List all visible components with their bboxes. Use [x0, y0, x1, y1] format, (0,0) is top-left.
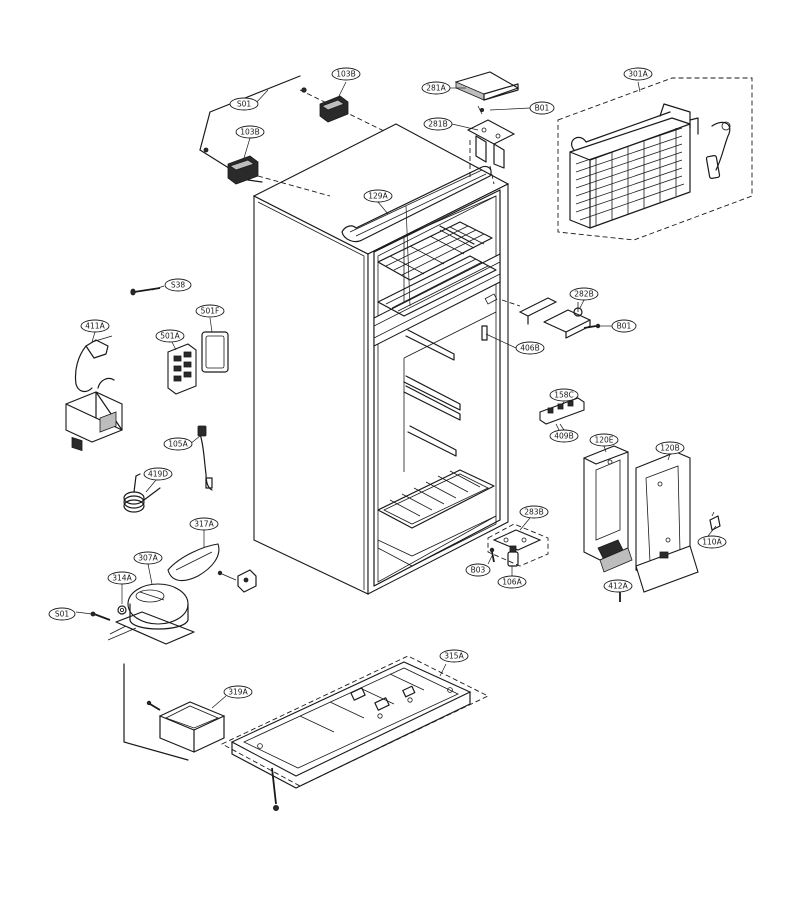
- callout-S01-low: S01: [48, 607, 76, 621]
- svg-text:282B: 282B: [574, 290, 593, 299]
- control-board-501A: [167, 343, 197, 395]
- control-158C: [539, 397, 585, 433]
- svg-text:129A: 129A: [368, 192, 388, 201]
- svg-text:281A: 281A: [426, 84, 446, 93]
- callout-282B: 282B: [569, 287, 599, 301]
- top-hinge-281: [454, 71, 520, 185]
- callout-110A: 110A: [697, 535, 727, 549]
- callout-labels: S01 103B 103B 281A B01 281B 301A 129A S3…: [48, 67, 727, 699]
- callout-314A: 314A: [107, 571, 137, 585]
- callout-S01: S01: [229, 97, 259, 111]
- svg-text:103B: 103B: [336, 70, 355, 79]
- svg-text:120E: 120E: [594, 436, 613, 445]
- svg-text:411A: 411A: [85, 322, 105, 331]
- evaporator-301A: [557, 77, 753, 241]
- callout-411A: 411A: [80, 319, 110, 333]
- svg-text:315A: 315A: [444, 652, 464, 661]
- gasket-501F: [201, 331, 229, 373]
- callout-301A: 301A: [623, 67, 653, 81]
- sensor-105A: [197, 425, 213, 491]
- svg-text:B01: B01: [535, 104, 550, 113]
- svg-text:S01: S01: [55, 610, 70, 619]
- callout-501F: 501F: [195, 304, 225, 318]
- svg-text:409B: 409B: [554, 432, 573, 441]
- svg-text:S01: S01: [237, 100, 252, 109]
- clip-110A: [709, 511, 721, 531]
- callout-317A: 317A: [189, 517, 219, 531]
- callout-103B-top: 103B: [331, 67, 361, 81]
- callout-419D: 419D: [143, 467, 173, 481]
- svg-text:283B: 283B: [524, 508, 543, 517]
- svg-text:314A: 314A: [112, 574, 132, 583]
- coil-419D: [123, 473, 161, 513]
- callout-B01-mid: B01: [611, 319, 637, 333]
- callout-B01-top: B01: [529, 101, 555, 115]
- callout-281A: 281A: [421, 81, 451, 95]
- drain-pan-319A: [146, 700, 226, 753]
- svg-text:106A: 106A: [502, 578, 522, 587]
- svg-text:103B: 103B: [240, 128, 259, 137]
- svg-text:158C: 158C: [554, 391, 574, 400]
- callout-129A: 129A: [363, 189, 393, 203]
- compressor-group: [90, 543, 257, 761]
- svg-text:406B: 406B: [520, 344, 539, 353]
- rear-cover-120B: [635, 451, 699, 593]
- callout-409B: 409B: [549, 429, 579, 443]
- refrigerator-cabinet: [252, 123, 510, 595]
- callout-319A: 319A: [223, 685, 253, 699]
- svg-text:B03: B03: [471, 566, 486, 575]
- callout-105A: 105A: [163, 437, 193, 451]
- svg-text:317A: 317A: [194, 520, 214, 529]
- svg-text:419D: 419D: [148, 470, 168, 479]
- callout-501A: 501A: [155, 329, 185, 343]
- lower-hinge-283B: [487, 523, 549, 567]
- svg-text:S38: S38: [171, 281, 186, 290]
- middle-hinge-282B: [501, 297, 601, 339]
- rear-cover-120E: [583, 445, 633, 573]
- callout-315A: 315A: [439, 649, 469, 663]
- callout-406B: 406B: [515, 341, 545, 355]
- svg-text:307A: 307A: [138, 554, 158, 563]
- svg-text:412A: 412A: [608, 582, 628, 591]
- callout-158C: 158C: [549, 388, 579, 402]
- svg-text:501A: 501A: [160, 332, 180, 341]
- callout-106A: 106A: [497, 575, 527, 589]
- svg-text:281B: 281B: [428, 120, 447, 129]
- base-tray-315A: [221, 655, 490, 812]
- power-cord-411A: [65, 335, 123, 452]
- svg-text:B01: B01: [617, 322, 632, 331]
- svg-text:120B: 120B: [660, 444, 679, 453]
- callout-120E: 120E: [589, 433, 619, 447]
- callout-B03: B03: [465, 563, 491, 577]
- svg-text:501F: 501F: [201, 307, 220, 316]
- callout-283B: 283B: [519, 505, 549, 519]
- callout-281B: 281B: [423, 117, 453, 131]
- svg-text:319A: 319A: [228, 688, 248, 697]
- top-hinge-assembly: [199, 75, 387, 197]
- svg-text:301A: 301A: [628, 70, 648, 79]
- callout-S38: S38: [164, 278, 192, 292]
- callout-103B-left: 103B: [235, 125, 265, 139]
- svg-text:110A: 110A: [702, 538, 722, 547]
- callout-307A: 307A: [133, 551, 163, 565]
- callout-120B: 120B: [655, 441, 685, 455]
- svg-text:105A: 105A: [168, 440, 188, 449]
- callout-412A: 412A: [603, 579, 633, 593]
